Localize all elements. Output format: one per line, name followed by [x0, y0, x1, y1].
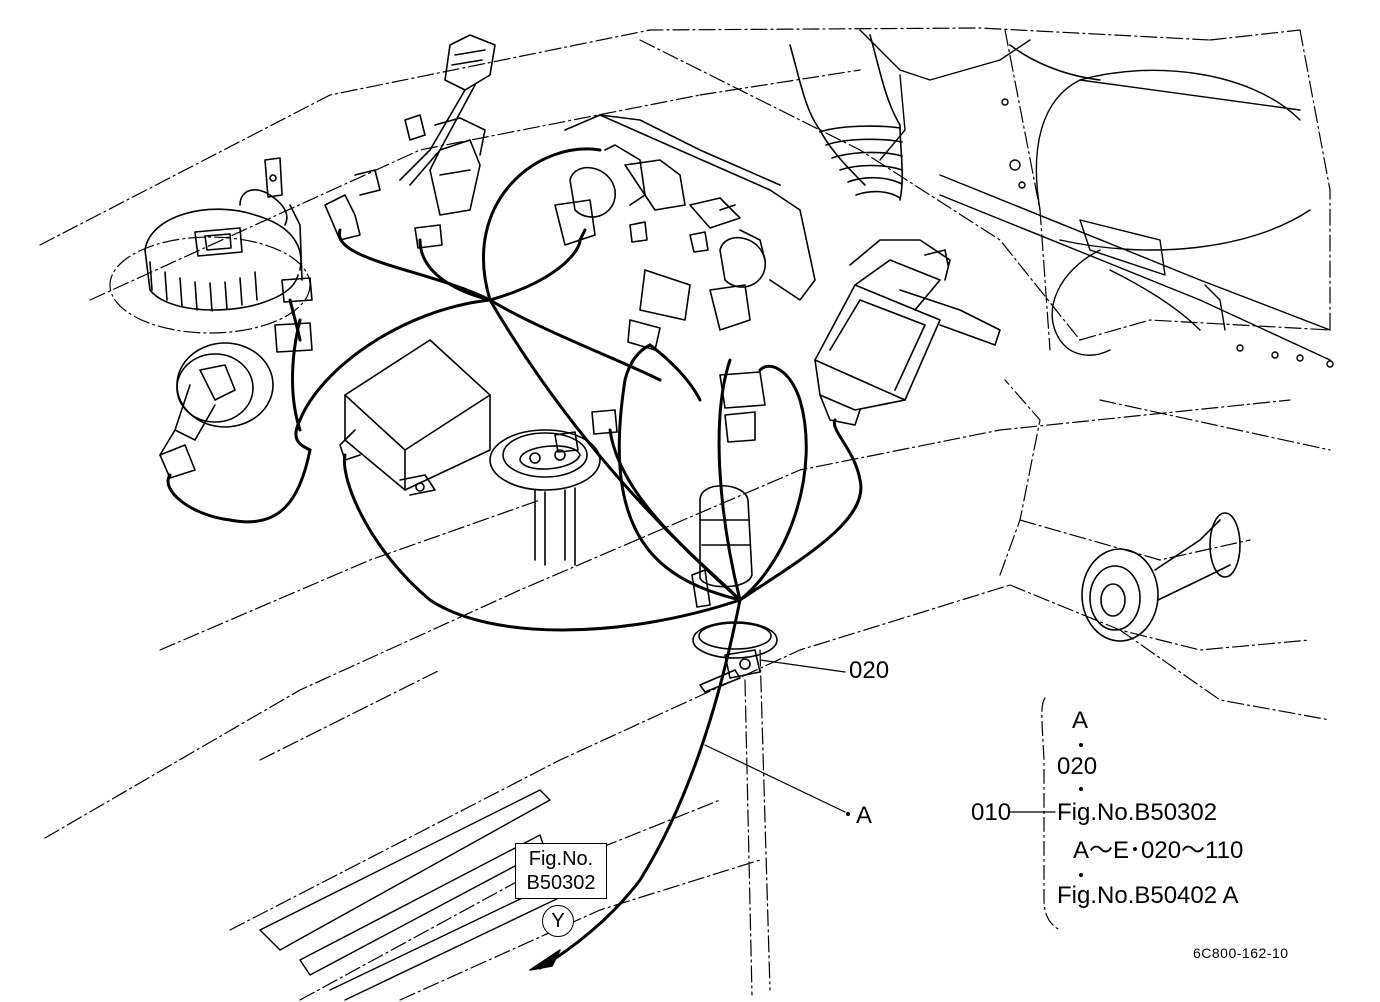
legend-separator-dot — [1079, 743, 1083, 747]
legend-entry-4: A～E･020～110 — [1073, 837, 1244, 864]
legend-separator-dot — [1079, 787, 1083, 791]
fuel-cap — [109, 157, 313, 353]
legend-parent-number: 010 — [971, 799, 1012, 826]
control-knob — [1081, 512, 1241, 642]
steering-column-boot — [789, 34, 1101, 201]
legend-entry-1: A — [1072, 707, 1089, 734]
harness-arrow — [529, 949, 561, 971]
drawing-number: 6C800-162-10 — [1193, 945, 1289, 961]
fig-ref-symbol: Y — [542, 905, 574, 937]
fig-ref-line2: B50302 — [526, 872, 596, 894]
accessory-socket — [414, 117, 486, 249]
inline-fuel-pump — [691, 371, 766, 608]
instrument-panel — [554, 114, 816, 351]
legend-entry-2: 020 — [1057, 753, 1098, 780]
legend-separator-dot — [1079, 873, 1083, 877]
harness-clamp — [692, 621, 778, 693]
legend-entry-3: Fig.No.B50302 — [1057, 799, 1218, 826]
legend-entry-5: Fig.No.B50402 A — [1057, 882, 1239, 909]
fig-ref-box[interactable]: Fig.No. B50302 — [515, 843, 607, 899]
relay-box — [339, 339, 491, 496]
key-switch-connector — [814, 239, 1001, 426]
body-panel-outlines — [39, 27, 1331, 1001]
callout-a-dot — [846, 812, 850, 816]
leader-lines — [704, 659, 1061, 931]
wiring-harness — [166, 147, 863, 970]
callout-ref-a: A — [856, 802, 873, 829]
round-gauge — [159, 342, 274, 479]
fig-ref-line1: Fig.No. — [528, 848, 594, 870]
fuel-sender — [489, 409, 618, 566]
callout-part-020: 020 — [849, 657, 890, 684]
